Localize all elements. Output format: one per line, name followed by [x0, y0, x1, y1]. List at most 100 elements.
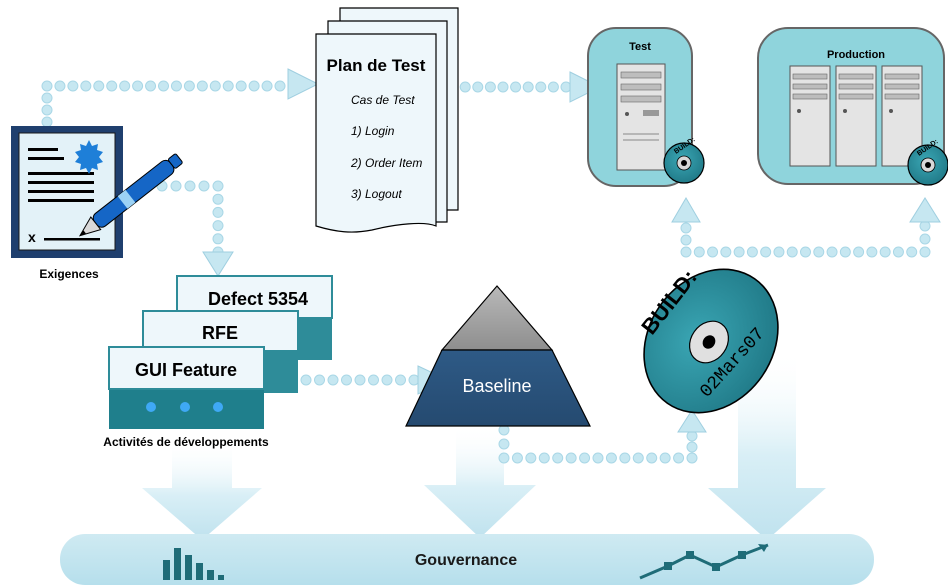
- connector-dot: [535, 81, 547, 93]
- connector-dot: [354, 374, 366, 386]
- to-production-up-arrowhead: [909, 197, 941, 223]
- connector-dot: [209, 80, 221, 92]
- pyramid-icon: Baseline: [405, 285, 591, 427]
- connector-dot: [41, 92, 53, 104]
- connector-dot: [592, 452, 604, 464]
- connector-dot: [183, 80, 195, 92]
- dev-activities: Defect 5354 RFE GUI Feature Activités de…: [103, 275, 333, 449]
- plan-line-1: 1) Login: [351, 124, 395, 138]
- connector-dot: [511, 452, 523, 464]
- connector-dot: [261, 80, 273, 92]
- connector-dot: [919, 233, 931, 245]
- to-test-arrowhead: [569, 71, 602, 103]
- connector-dot: [235, 80, 247, 92]
- connector-dot: [773, 246, 785, 258]
- build-to-governance-arrow: [708, 350, 826, 540]
- connector-dot: [274, 80, 286, 92]
- connector-dot: [673, 452, 685, 464]
- connector-dot: [170, 80, 182, 92]
- connector-dot: [538, 452, 550, 464]
- governance-arrows: [142, 350, 826, 540]
- connector-dot: [800, 246, 811, 258]
- server-icon: [789, 65, 831, 167]
- test-plan: Plan de Test Cas de Test 1) Login 2) Ord…: [315, 7, 459, 233]
- connector-dot: [41, 116, 53, 128]
- requirements: x Exigences: [11, 126, 183, 281]
- connector-dot: [212, 206, 224, 218]
- connector-dot: [314, 374, 325, 386]
- connector-dot: [906, 246, 918, 258]
- connector-dot: [552, 452, 564, 464]
- test-server-group: Test BUILD:: [587, 27, 705, 187]
- production-server-group: Production BUILD:: [757, 27, 948, 186]
- connector-dot: [212, 180, 224, 192]
- connector-dot: [619, 452, 631, 464]
- connector-dot: [158, 80, 169, 92]
- connector-dot: [395, 374, 406, 386]
- plan-line-3: 3) Logout: [351, 187, 402, 201]
- connector-dot: [680, 234, 692, 246]
- pen-icon: [78, 153, 183, 237]
- connector-dot: [659, 452, 671, 464]
- bar-chart-icon: [163, 548, 224, 580]
- plan-line-2: 2) Order Item: [350, 156, 422, 170]
- connector-dot: [760, 246, 772, 258]
- connector-dot: [605, 452, 617, 464]
- connector-dot: [680, 222, 692, 234]
- connector-dot: [686, 441, 698, 453]
- connector-dot: [826, 246, 838, 258]
- connector-dot: [459, 81, 471, 93]
- connector-dot: [919, 246, 931, 258]
- card-label-rfe: RFE: [202, 323, 238, 343]
- connector-dot: [547, 81, 559, 93]
- connector-dot: [54, 80, 66, 92]
- production-label: Production: [827, 49, 885, 61]
- dev-to-governance-arrow: [142, 440, 262, 540]
- cd-icon: BUILD:: [907, 138, 948, 186]
- connector-dot: [497, 81, 509, 93]
- connector-dot: [212, 233, 224, 245]
- connector-dot: [41, 80, 53, 92]
- connector-dot: [80, 80, 92, 92]
- connector-dot: [41, 104, 53, 116]
- connector-dot: [484, 81, 496, 93]
- baseline-label: Baseline: [462, 376, 531, 396]
- to-test-up-arrowhead: [671, 197, 701, 223]
- dev-label: Activités de développements: [103, 435, 269, 449]
- connector-dot: [327, 374, 339, 386]
- connector-dot: [196, 80, 208, 92]
- connector-dot: [212, 220, 224, 232]
- connector-dot: [693, 246, 705, 258]
- plan-line-0: Cas de Test: [351, 93, 415, 107]
- connector-dot: [525, 452, 537, 464]
- connector-dot: [106, 80, 118, 92]
- connector-dot: [248, 80, 260, 92]
- connector-dot: [680, 246, 692, 258]
- connector-dot: [381, 374, 393, 386]
- connector-dot: [119, 80, 131, 92]
- connector-dot: [720, 246, 732, 258]
- connector-dot: [866, 246, 878, 258]
- baseline-to-governance-arrow: [424, 425, 536, 538]
- connector-dot: [184, 180, 196, 192]
- connector-dot: [879, 246, 891, 258]
- card-gui-feature: GUI Feature: [108, 346, 265, 429]
- connector-dot: [686, 452, 698, 464]
- connector-dot: [498, 438, 510, 450]
- governance-label: Gouvernance: [415, 552, 517, 569]
- connector-dot: [646, 452, 658, 464]
- doc-mark: x: [28, 229, 36, 245]
- to-build-arrowhead: [677, 409, 707, 433]
- connector-dot: [733, 246, 745, 258]
- server-icon: [616, 63, 666, 171]
- document-icon: x: [11, 126, 123, 258]
- connector-dot: [145, 80, 157, 92]
- connector-dot: [198, 180, 210, 192]
- connector-dot: [67, 80, 79, 92]
- connector-dot: [579, 452, 591, 464]
- card-label-gui: GUI Feature: [135, 360, 237, 380]
- server-icon: [835, 65, 877, 167]
- connector-dot: [892, 246, 904, 258]
- connector-dot: [170, 180, 182, 192]
